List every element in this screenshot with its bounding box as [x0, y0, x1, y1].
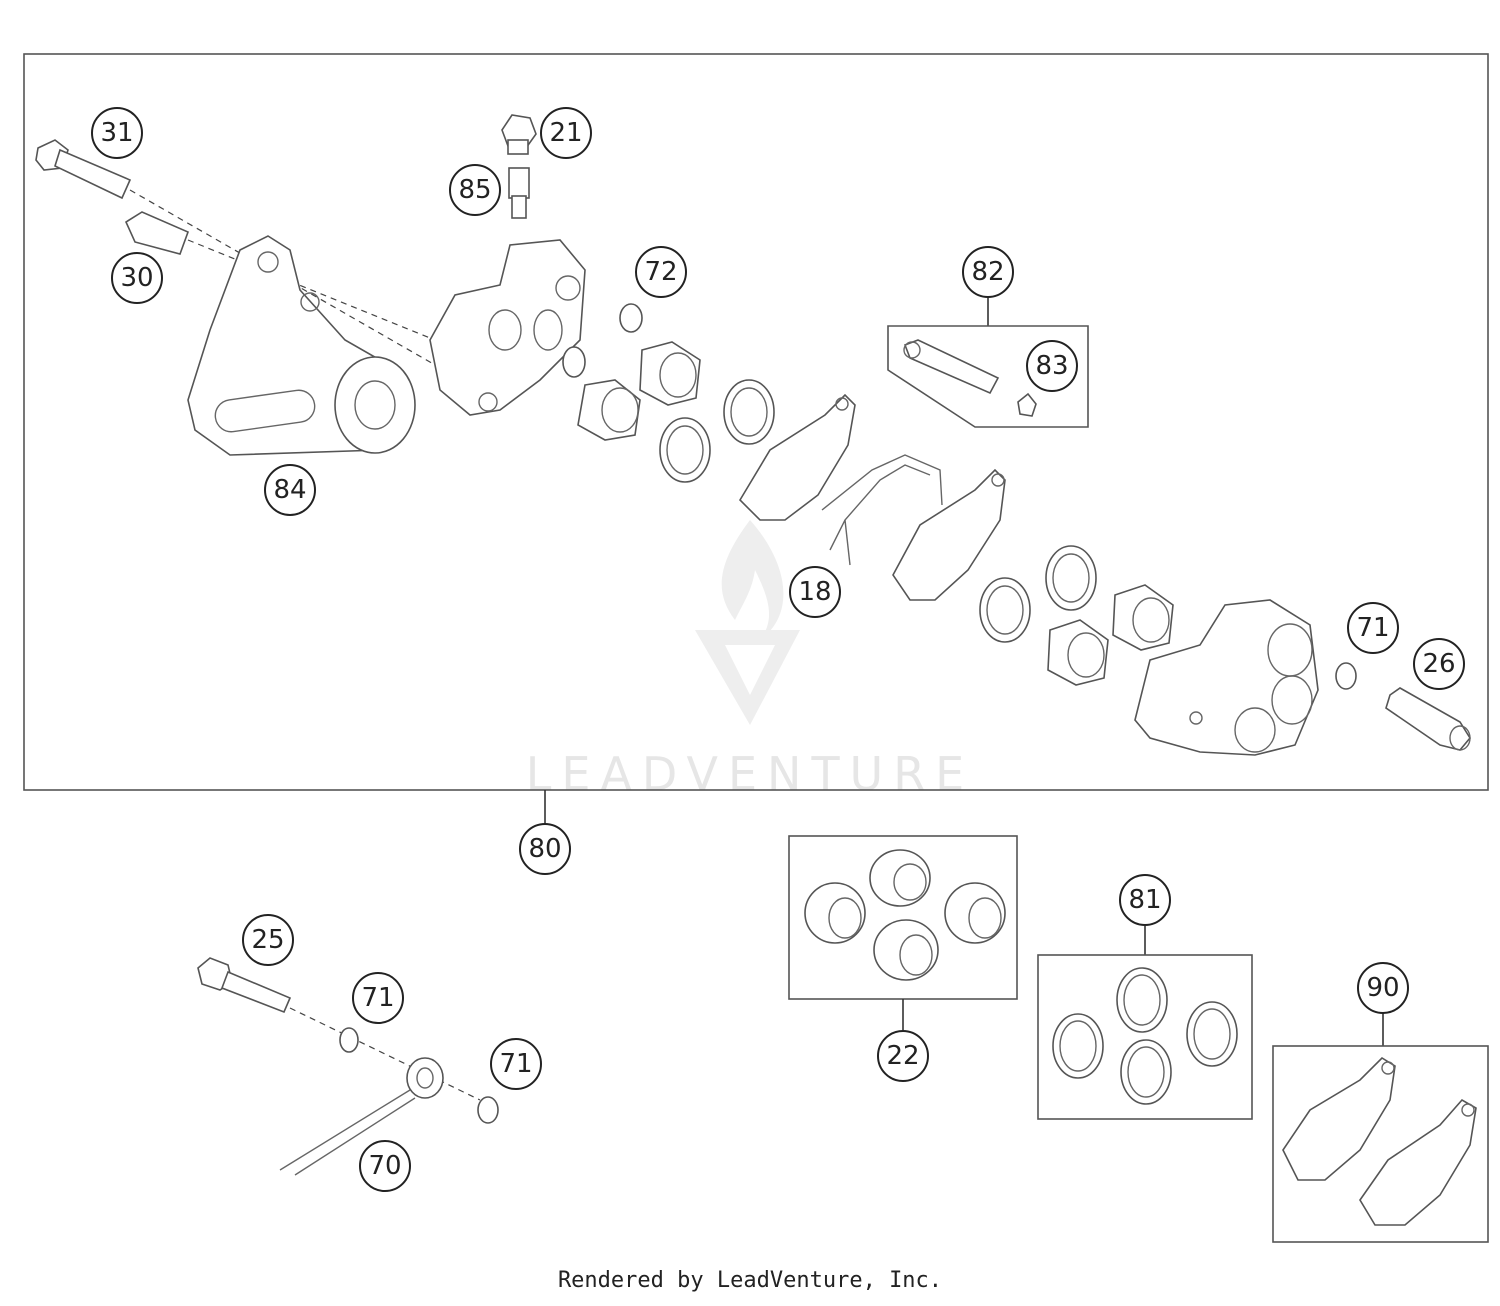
callout-80: 80 — [519, 823, 571, 875]
svg-text:82: 82 — [971, 257, 1004, 287]
pad-kit-90 — [1282, 1056, 1477, 1226]
seal-ring-71-a — [339, 1027, 359, 1053]
callout-30: 30 — [111, 252, 163, 304]
assembly-80-frame — [23, 53, 1489, 791]
callout-81: 81 — [1119, 874, 1171, 926]
pad-spring-18 — [821, 454, 943, 566]
callout-22: 22 — [877, 1030, 929, 1082]
svg-text:90: 90 — [1366, 973, 1399, 1003]
caliper-housing-left — [429, 239, 586, 416]
bolt-30 — [124, 211, 431, 339]
svg-text:83: 83 — [1035, 351, 1068, 381]
svg-text:84: 84 — [273, 475, 306, 505]
svg-text:80: 80 — [528, 834, 561, 864]
svg-text:71: 71 — [499, 1049, 532, 1079]
svg-text:81: 81 — [1128, 885, 1161, 915]
watermark-v-icon — [695, 630, 800, 725]
caliper-housing-right — [1134, 599, 1319, 756]
svg-text:30: 30 — [120, 263, 153, 293]
pin-kit-82 — [903, 339, 1000, 395]
watermark-flame-icon — [721, 520, 784, 640]
brake-pad-lower — [892, 468, 1006, 601]
bleed-cap-21 — [501, 114, 537, 155]
callout-18: 18 — [789, 566, 841, 618]
svg-text:31: 31 — [100, 118, 133, 148]
svg-text:26: 26 — [1422, 649, 1455, 679]
footer-credit: Rendered by LeadVenture, Inc. — [557, 1268, 943, 1293]
svg-text:25: 25 — [251, 925, 284, 955]
callout-82: 82 — [962, 246, 1014, 298]
callout-85: 85 — [449, 164, 501, 216]
callout-90: 90 — [1357, 962, 1409, 1014]
svg-text:21: 21 — [549, 118, 582, 148]
callout-31: 31 — [91, 107, 143, 159]
callout-83: 83 — [1026, 340, 1078, 392]
bleed-valve-85 — [508, 167, 530, 219]
piston-upper-a — [577, 379, 641, 441]
svg-text:71: 71 — [1356, 613, 1389, 643]
banjo-bolt-25 — [197, 957, 292, 1014]
callout-71-hose-b: 71 — [490, 1038, 542, 1090]
callout-26: 26 — [1413, 638, 1465, 690]
callout-72: 72 — [635, 246, 687, 298]
seal-ring-71-b — [477, 1096, 499, 1124]
seal-ring-71-upper — [1335, 662, 1357, 690]
callout-25: 25 — [242, 914, 294, 966]
svg-text:70: 70 — [368, 1151, 401, 1181]
brake-hose-70 — [279, 1057, 444, 1176]
piston-lower-a — [1047, 619, 1109, 686]
piston-kit-22 — [804, 849, 1006, 981]
svg-text:71: 71 — [361, 983, 394, 1013]
callout-84: 84 — [264, 464, 316, 516]
watermark-text: LEADVENTURE — [526, 747, 975, 801]
svg-text:22: 22 — [886, 1041, 919, 1071]
callout-21: 21 — [540, 107, 592, 159]
bolt-26 — [1385, 687, 1471, 751]
callout-71-hose-a: 71 — [352, 972, 404, 1024]
piston-upper-b — [639, 341, 701, 406]
clip-83 — [1017, 392, 1037, 417]
piston-lower-b — [1112, 584, 1174, 651]
svg-text:18: 18 — [798, 577, 831, 607]
kit-82-frame — [887, 325, 1089, 428]
watermark: LEADVENTURE — [526, 520, 975, 801]
svg-text:72: 72 — [644, 257, 677, 287]
callout-70: 70 — [359, 1140, 411, 1192]
seal-kit-81 — [1052, 967, 1238, 1105]
pad-kit-90-frame — [1272, 1045, 1489, 1243]
seal-ring-72 — [619, 303, 643, 333]
bolt-31 — [35, 139, 471, 386]
callout-71-caliper: 71 — [1347, 602, 1399, 654]
caliper-bracket-84 — [187, 235, 416, 456]
brake-pad-upper — [738, 393, 856, 521]
svg-text:85: 85 — [458, 175, 491, 205]
seal-kit-81-frame — [1037, 954, 1253, 1120]
